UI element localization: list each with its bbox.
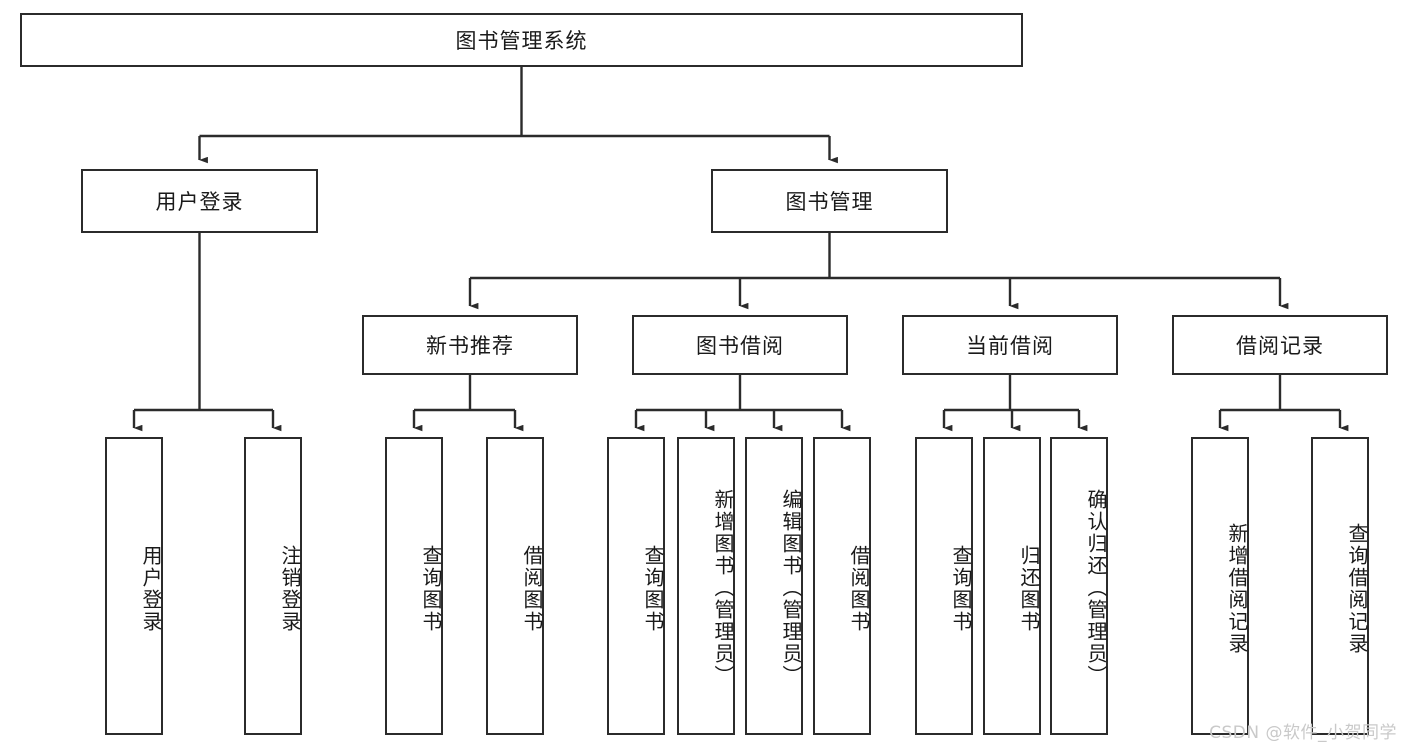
node-label: 注销登录 [278,545,302,633]
node-label: 查询图书 [419,545,443,633]
node-label: 用户登录 [139,545,163,633]
node-label: 查询图书 [949,545,973,633]
node-leaf-cur-query[interactable]: 查询图书 [915,437,973,735]
node-label: 图书管理 [785,190,874,214]
node-leaf-rec-add[interactable]: 新增借阅记录 [1191,437,1249,735]
node-label: 当前借阅 [966,334,1054,358]
node-l2-user[interactable]: 用户登录 [81,169,318,233]
node-label: 查询借阅记录 [1345,523,1369,655]
node-label: 图书借阅 [696,334,784,358]
node-label: 借阅图书 [520,545,544,633]
node-label: 新增借阅记录 [1225,523,1249,655]
node-label: 图书管理系统 [455,29,588,53]
node-leaf-borrow-query[interactable]: 查询图书 [607,437,665,735]
node-l3-new[interactable]: 新书推荐 [362,315,578,375]
node-leaf-borrow-add[interactable]: 新增图书（管理员） [677,437,735,735]
node-leaf-cur-confirm[interactable]: 确认归还（管理员） [1050,437,1108,735]
node-leaf-user-login[interactable]: 用户登录 [105,437,163,735]
node-label: 查询图书 [641,545,665,633]
node-leaf-rec-query[interactable]: 查询借阅记录 [1311,437,1369,735]
node-leaf-new-query[interactable]: 查询图书 [385,437,443,735]
connector-lines [132,67,1349,432]
node-leaf-borrow-do[interactable]: 借阅图书 [813,437,871,735]
node-label: 确认归还（管理员） [1084,489,1108,687]
node-label: 新书推荐 [426,334,514,358]
node-l3-record[interactable]: 借阅记录 [1172,315,1388,375]
node-root[interactable]: 图书管理系统 [20,13,1023,67]
node-leaf-new-borrow[interactable]: 借阅图书 [486,437,544,735]
node-label: 编辑图书（管理员） [779,489,803,687]
node-leaf-user-logout[interactable]: 注销登录 [244,437,302,735]
node-label: 用户登录 [155,190,244,214]
node-l3-borrow[interactable]: 图书借阅 [632,315,848,375]
node-l2-book[interactable]: 图书管理 [711,169,948,233]
node-l3-current[interactable]: 当前借阅 [902,315,1118,375]
node-label: 借阅记录 [1236,334,1324,358]
node-leaf-cur-return[interactable]: 归还图书 [983,437,1041,735]
node-label: 归还图书 [1017,545,1041,633]
node-leaf-borrow-edit[interactable]: 编辑图书（管理员） [745,437,803,735]
node-label: 新增图书（管理员） [711,489,735,687]
node-label: 借阅图书 [847,545,871,633]
